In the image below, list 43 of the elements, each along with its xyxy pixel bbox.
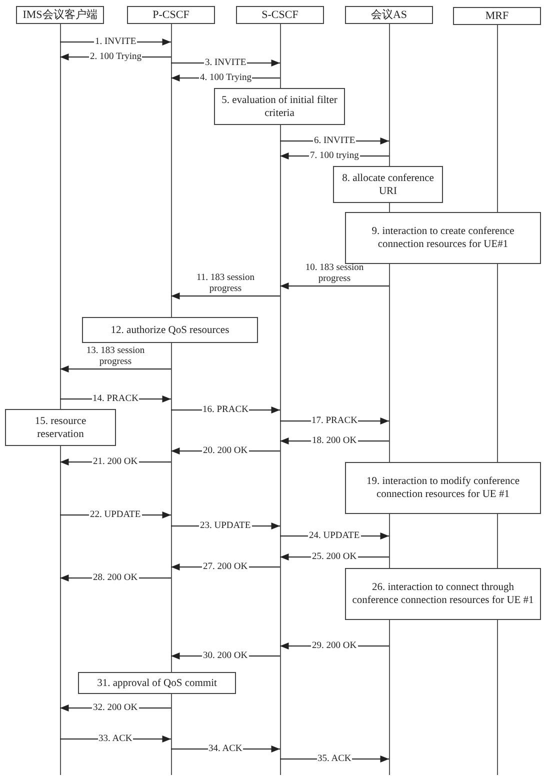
message-label: 32. 200 OK xyxy=(92,702,139,714)
action-box: 31. approval of QoS commit xyxy=(78,672,236,694)
action-box: 12. authorize QoS resources xyxy=(82,317,258,343)
message-label: 29. 200 OK xyxy=(311,640,358,652)
message-arrow xyxy=(280,282,390,290)
message-label: 16. PRACK xyxy=(202,404,250,416)
message-label: 17. PRACK xyxy=(310,416,358,426)
message-label: 14. PRACK xyxy=(92,394,140,404)
message-label: 20. 200 OK xyxy=(202,446,249,456)
message-arrow xyxy=(60,366,172,372)
message-label: 25. 200 OK xyxy=(311,552,358,562)
message-label: 3. INVITE xyxy=(204,58,248,68)
message-label: 10. 183 session progress xyxy=(304,263,365,285)
message-label: 21. 200 OK xyxy=(92,456,139,468)
participant-box: S-CSCF xyxy=(236,6,324,24)
message-label: 33. ACK xyxy=(98,734,134,744)
message-label: 23. UPDATE xyxy=(199,520,252,532)
message-label: 1. INVITE xyxy=(94,36,138,48)
message-label: 6. INVITE xyxy=(313,136,356,146)
action-box: 5. evaluation of initial filter criteria xyxy=(214,88,345,125)
message-label: 11. 183 session progress xyxy=(196,273,256,295)
message-label: 34. ACK xyxy=(208,744,244,754)
message-label: 35. ACK xyxy=(316,754,352,764)
message-label: 24. UPDATE xyxy=(308,530,361,542)
message-label: 28. 200 OK xyxy=(92,572,139,584)
participant-box: 会议AS xyxy=(345,6,433,24)
message-label: 18. 200 OK xyxy=(311,436,358,446)
message-arrow xyxy=(170,292,280,300)
participant-box: MRF xyxy=(453,7,541,25)
action-box: 9. interaction to create conference connection resources for UE#1 xyxy=(345,212,541,264)
action-box: 15. resource reservation xyxy=(5,409,116,446)
message-label: 13. 183 session progress xyxy=(85,346,146,368)
message-label: 7. 100 trying xyxy=(309,150,360,162)
message-label: 2. 100 Trying xyxy=(89,52,142,62)
participant-box: P-CSCF xyxy=(127,6,215,24)
action-box: 8. allocate conference URI xyxy=(333,166,443,203)
message-label: 22. UPDATE xyxy=(89,510,142,520)
action-box: 26. interaction to connect through conference connection resources for UE #1 xyxy=(345,568,541,620)
action-box: 19. interaction to modify conference connection resources for UE #1 xyxy=(345,462,541,514)
participant-box: IMS会议客户端 xyxy=(16,6,104,24)
message-label: 4. 100 Trying xyxy=(199,72,252,84)
message-label: 30. 200 OK xyxy=(202,650,249,662)
message-label: 27. 200 OK xyxy=(202,562,249,572)
